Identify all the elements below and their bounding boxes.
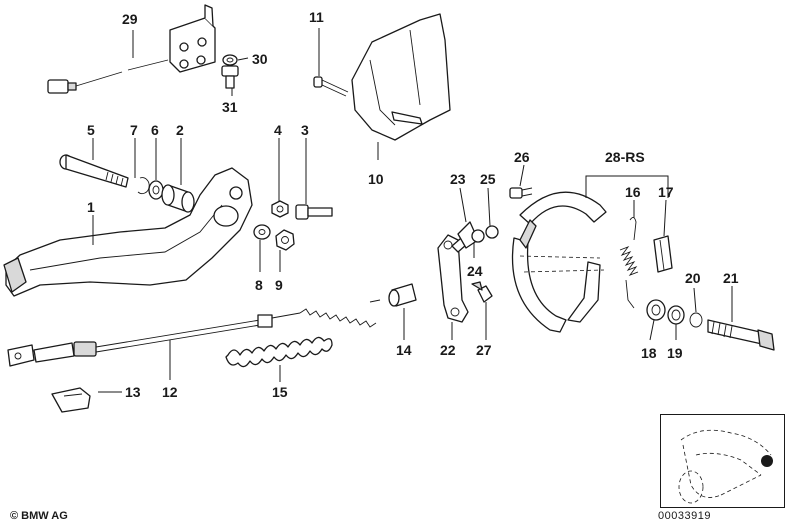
part-circlip-7 [137,177,150,195]
callout-4: 4 [274,122,282,138]
part-brake-cable [7,299,381,367]
callout-19: 19 [667,345,683,361]
callout-13: 13 [125,384,141,400]
callout-25: 25 [480,171,496,187]
location-marker [761,455,773,467]
part-pivot-pin [59,154,129,188]
part-seal-19 [667,305,685,325]
part-bushing-14 [388,283,417,307]
callout-17: 17 [658,184,674,200]
part-screw-31 [221,65,239,89]
part-return-spring [619,217,639,309]
part-washer-18 [646,299,666,321]
part-washer-30 [222,54,238,66]
callout-10: 10 [368,171,384,187]
callout-22: 22 [440,342,456,358]
callout-26: 26 [514,149,530,165]
callout-23: 23 [450,171,466,187]
part-rubber-boot [225,336,333,368]
callout-18: 18 [641,345,657,361]
part-brake-cam [707,319,775,351]
motorcycle-silhouette-icon [678,429,773,504]
copyright-text: © BMW AG [10,510,68,522]
part-bolt-26 [509,187,533,199]
callout-11: 11 [309,9,324,25]
callout-21: 21 [723,270,739,286]
part-nut-9 [275,229,295,251]
callout-12: 12 [162,384,178,400]
callout-3: 3 [301,122,309,138]
callout-31: 31 [222,99,238,115]
callout-16: 16 [625,184,641,200]
location-thumbnail [660,414,785,508]
callout-labels: 29 30 31 11 10 5 7 6 2 4 3 1 8 9 12 13 1… [87,9,739,400]
callout-20: 20 [685,270,701,286]
callout-29: 29 [122,11,138,27]
part-cover-plate [351,13,451,141]
part-ring-20 [689,312,703,328]
callout-5: 5 [87,122,95,138]
callout-27: 27 [476,342,492,358]
callout-9: 9 [275,277,283,293]
document-number: 00033919 [658,510,711,522]
callout-30: 30 [252,51,268,67]
callout-6: 6 [151,122,159,138]
part-bushing-2 [161,184,195,213]
part-screw-11 [313,76,349,97]
part-brake-shoes [511,191,607,333]
part-sleeve-17 [653,235,673,273]
callout-7: 7 [130,122,138,138]
callout-8: 8 [255,277,263,293]
callout-14: 14 [396,342,412,358]
callout-15: 15 [272,384,288,400]
part-cable-clip [51,387,91,413]
part-brake-pedal [3,167,253,297]
part-brake-light-switch [47,4,216,94]
part-washer-8 [253,224,271,240]
callout-1: 1 [87,199,95,215]
part-washer-6 [148,180,164,200]
callout-24: 24 [467,263,483,279]
leader-lines [92,28,733,393]
callout-2: 2 [176,122,184,138]
part-washer-24 [471,225,499,243]
part-wing-nut-27 [471,281,493,303]
callout-28-rs: 28-RS [605,149,645,165]
part-bolt-3 [295,204,333,220]
part-nut-4 [271,200,289,218]
